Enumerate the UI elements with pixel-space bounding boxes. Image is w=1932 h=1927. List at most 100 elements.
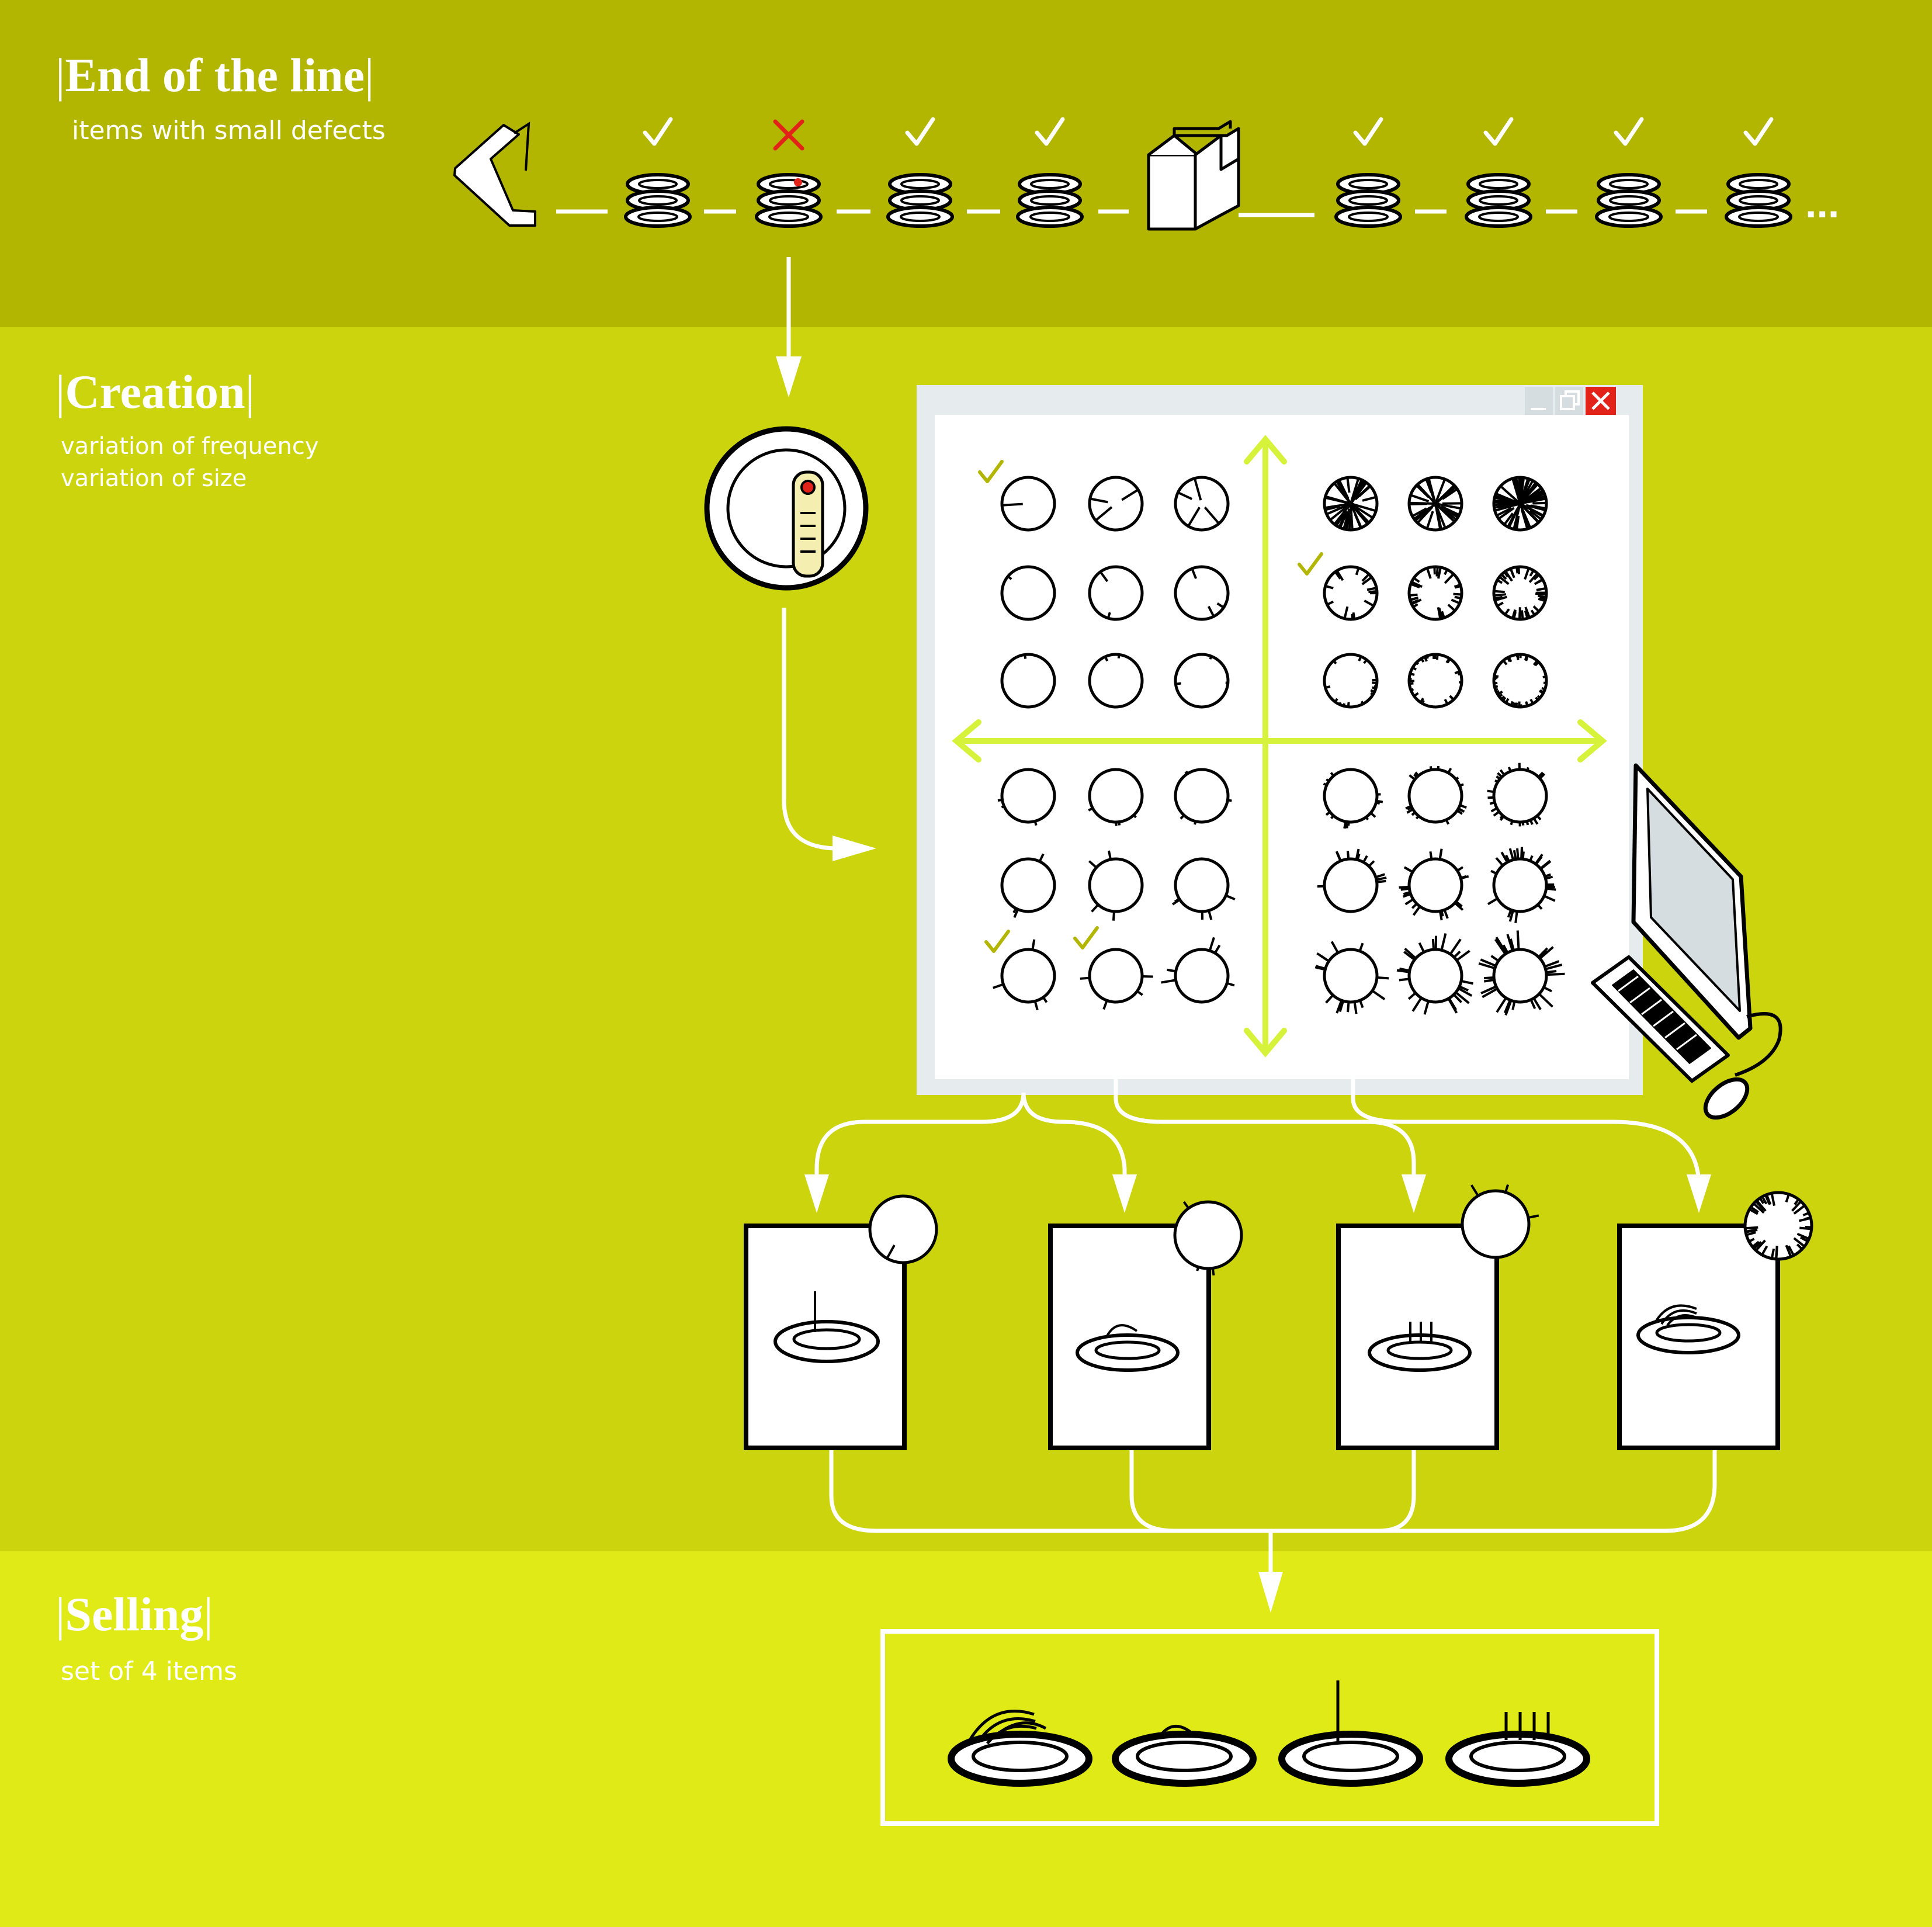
pattern-circle bbox=[1000, 476, 1056, 532]
pattern-circle bbox=[1000, 653, 1056, 709]
pattern-circle bbox=[1478, 930, 1565, 1016]
plate-icon bbox=[774, 1291, 880, 1363]
axis-arrows bbox=[952, 435, 1607, 1058]
plate-icon bbox=[948, 1710, 1092, 1787]
check-icon bbox=[1037, 119, 1063, 144]
check-icon bbox=[907, 119, 933, 144]
plate-stack-icon bbox=[626, 175, 690, 226]
check-icon bbox=[1746, 119, 1771, 144]
merge-arrows bbox=[829, 1450, 1717, 1578]
conveyor-line bbox=[556, 209, 1707, 217]
creation-subtitle-frequency: variation of frequency bbox=[61, 433, 319, 460]
plate-stack-icon bbox=[1466, 175, 1531, 226]
pattern-circle bbox=[1088, 768, 1144, 826]
design-card bbox=[1336, 1224, 1499, 1450]
selected-pattern-badge bbox=[1461, 1184, 1539, 1259]
restore-button[interactable] bbox=[1555, 387, 1583, 415]
magnifier-icon bbox=[704, 426, 869, 591]
pattern-circle bbox=[1088, 850, 1144, 921]
design-card bbox=[1617, 1224, 1780, 1450]
check-icon bbox=[1355, 119, 1381, 144]
computer-icon bbox=[1591, 763, 1782, 1120]
pattern-circle bbox=[1323, 476, 1379, 532]
end-of-line-band bbox=[0, 0, 1932, 327]
creation-subtitle-size: variation of size bbox=[61, 465, 247, 492]
design-card bbox=[744, 1224, 907, 1450]
pattern-circle bbox=[1487, 763, 1548, 827]
pattern-circle bbox=[1000, 853, 1056, 919]
pattern-circle bbox=[1174, 653, 1230, 709]
pattern-circle bbox=[1396, 933, 1473, 1015]
production-line-ellipsis: ... bbox=[1805, 181, 1839, 226]
cross-icon bbox=[773, 119, 804, 151]
plate-stack-icon bbox=[1597, 175, 1661, 226]
check-icon bbox=[645, 119, 671, 144]
pattern-grid bbox=[993, 476, 1565, 1016]
plate-stack-icon bbox=[1726, 175, 1791, 226]
flow-arrow bbox=[776, 257, 802, 397]
pattern-circle bbox=[1174, 768, 1232, 825]
pattern-circle bbox=[1405, 765, 1467, 825]
product-set bbox=[880, 1629, 1659, 1826]
pattern-circle bbox=[1317, 848, 1387, 913]
check-icon bbox=[1486, 119, 1511, 144]
pattern-circle bbox=[1323, 565, 1379, 621]
design-cards bbox=[744, 1224, 1780, 1450]
robot-arm-icon bbox=[453, 122, 536, 227]
plate-stack-icon bbox=[888, 175, 952, 226]
plate-icon bbox=[1112, 1724, 1257, 1787]
pattern-circle bbox=[1088, 565, 1144, 621]
pattern-circle bbox=[993, 939, 1056, 1011]
selling-title: |Selling| bbox=[56, 1588, 213, 1641]
close-button[interactable] bbox=[1586, 387, 1616, 415]
production-line: ... bbox=[453, 119, 1839, 231]
mouse-icon bbox=[1703, 1077, 1750, 1120]
pattern-circle bbox=[1407, 653, 1463, 709]
plate-icon bbox=[1076, 1324, 1180, 1372]
pattern-circle bbox=[997, 768, 1056, 826]
plate-icon bbox=[1278, 1680, 1423, 1787]
end-of-line-title: |End of the line| bbox=[56, 48, 374, 102]
pattern-circle bbox=[1088, 653, 1144, 709]
selling-band bbox=[0, 1551, 1932, 1927]
plate-stack-icon bbox=[1018, 175, 1082, 226]
pattern-circle bbox=[1492, 565, 1548, 621]
selling-subtitle: set of 4 items bbox=[61, 1656, 237, 1686]
end-of-line-subtitle: items with small defects bbox=[72, 116, 386, 145]
plate-stack-icon bbox=[1336, 175, 1400, 226]
keyboard-icon bbox=[1591, 955, 1730, 1083]
pattern-circle bbox=[1492, 653, 1548, 709]
pattern-circle bbox=[1487, 847, 1556, 923]
selected-pattern-badge bbox=[1743, 1191, 1813, 1261]
factory-icon bbox=[1147, 120, 1240, 231]
pattern-circle bbox=[1323, 653, 1379, 709]
pattern-circle bbox=[1080, 948, 1153, 1010]
design-card bbox=[1048, 1224, 1211, 1450]
pattern-circle bbox=[1088, 476, 1144, 532]
pattern-circle bbox=[1323, 768, 1383, 829]
pattern-circle bbox=[1492, 476, 1548, 532]
pattern-circle bbox=[1407, 476, 1463, 532]
plate-stack-defect-icon bbox=[757, 175, 821, 226]
design-window bbox=[917, 385, 1643, 1095]
plate-icon bbox=[1636, 1304, 1740, 1354]
pattern-circle bbox=[1161, 937, 1235, 1004]
plate-icon bbox=[1368, 1322, 1472, 1372]
creation-title: |Creation| bbox=[56, 365, 255, 418]
check-icon bbox=[1616, 119, 1642, 144]
pattern-circle bbox=[1314, 941, 1389, 1014]
plate-icon bbox=[1445, 1712, 1590, 1787]
selected-pattern-badges bbox=[868, 1184, 1813, 1276]
pattern-circle bbox=[1000, 565, 1056, 621]
selected-pattern-badge bbox=[868, 1194, 938, 1264]
pattern-circle bbox=[1174, 565, 1230, 621]
flow-arrow bbox=[782, 608, 876, 861]
selected-pattern-badge bbox=[1173, 1200, 1243, 1276]
pattern-circle bbox=[1174, 476, 1230, 532]
pattern-circle bbox=[1407, 565, 1463, 621]
branch-arrows bbox=[814, 1075, 1701, 1187]
minimize-button[interactable] bbox=[1525, 387, 1553, 415]
pattern-circle bbox=[1172, 857, 1236, 920]
pattern-circle bbox=[1399, 848, 1469, 921]
